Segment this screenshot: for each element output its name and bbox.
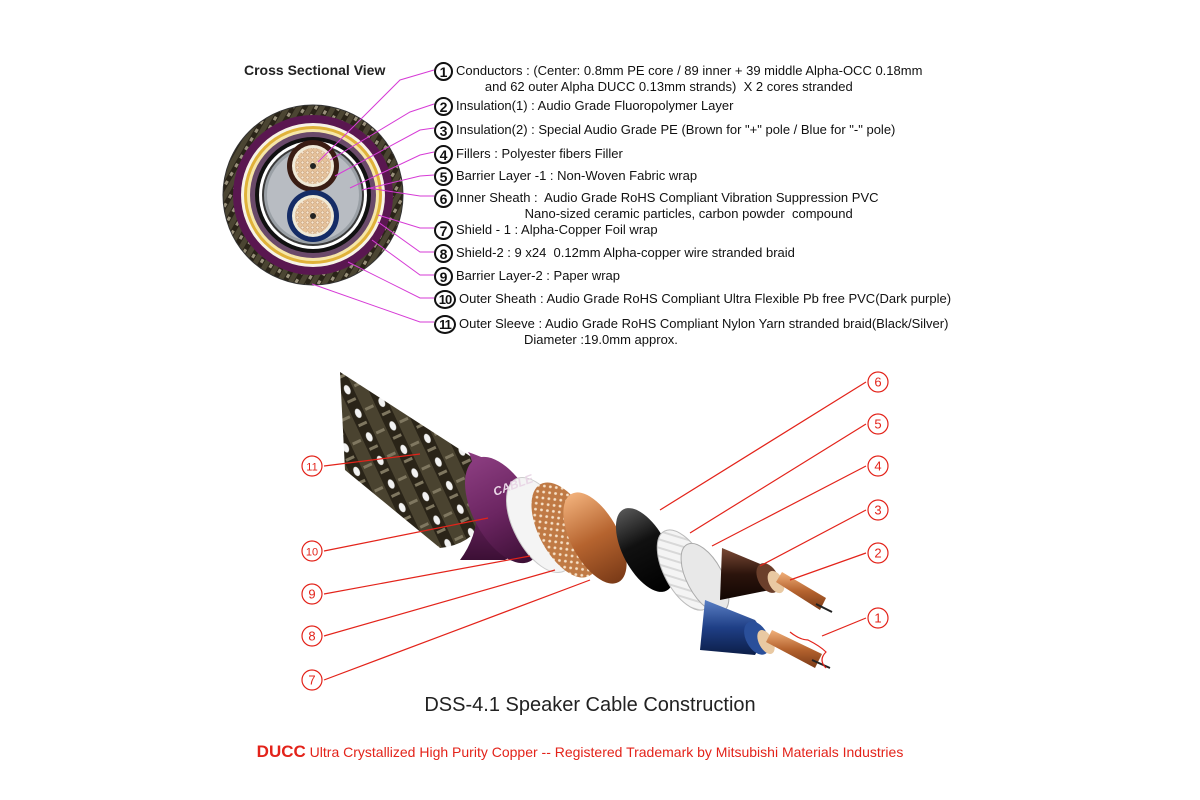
legend-number: 2	[434, 97, 453, 116]
legend-number: 11	[434, 315, 456, 334]
legend-text: Barrier Layer-2 : Paper wrap	[456, 268, 621, 283]
positive-pe-core	[310, 163, 316, 169]
legend-number: 5	[434, 167, 453, 186]
legend-number: 10	[434, 290, 456, 309]
legend-number: 1	[434, 62, 453, 81]
legend-text: Insulation(2) : Special Audio Grade PE (…	[456, 122, 896, 137]
blue-conductor	[766, 630, 822, 668]
legend-text: Outer Sheath : Audio Grade RoHS Complian…	[459, 291, 952, 306]
cable-illustration: CABLE	[340, 372, 833, 669]
legend-text: Barrier Layer -1 : Non-Woven Fabric wrap	[456, 168, 698, 183]
legend-number: 3	[434, 121, 453, 140]
footer-text: Ultra Crystallized High Purity Copper --…	[305, 744, 904, 760]
brown-core	[720, 548, 775, 600]
legend-text: Outer Sleeve : Audio Grade RoHS Complian…	[459, 316, 949, 347]
inner-sheath	[615, 508, 675, 592]
leader-lines	[311, 69, 435, 323]
legend-text: Shield - 1 : Alpha-Copper Foil wrap	[456, 222, 658, 237]
legend-number: 7	[434, 221, 453, 240]
legend-text: Fillers : Polyester fibers Filler	[456, 146, 623, 161]
legend-number: 8	[434, 244, 453, 263]
footer-brand: DUCC	[256, 742, 306, 761]
legend-number: 9	[434, 267, 453, 286]
brown-conductor	[776, 572, 826, 610]
negative-pe-core	[310, 213, 316, 219]
legend-number: 6	[434, 189, 453, 208]
footer-note: DUCC Ultra Crystallized High Purity Copp…	[0, 742, 1160, 762]
legend-text: Insulation(1) : Audio Grade Fluoropolyme…	[456, 98, 734, 113]
copper-foil	[563, 492, 627, 584]
legend-number: 4	[434, 145, 453, 164]
callout-leaders	[323, 381, 867, 681]
blue-core	[700, 600, 762, 655]
cross-section-title: Cross Sectional View	[244, 62, 386, 78]
legend-text: Inner Sheath : Audio Grade RoHS Complian…	[456, 190, 879, 221]
legend-text: Shield-2 : 9 x24 0.12mm Alpha-copper wir…	[456, 245, 795, 260]
cross-section-drawing	[222, 104, 404, 286]
diagram-caption: DSS-4.1 Speaker Cable Construction	[424, 694, 756, 716]
legend-text: Conductors : (Center: 0.8mm PE core / 89…	[456, 63, 923, 94]
braided-sleeve	[340, 372, 493, 548]
